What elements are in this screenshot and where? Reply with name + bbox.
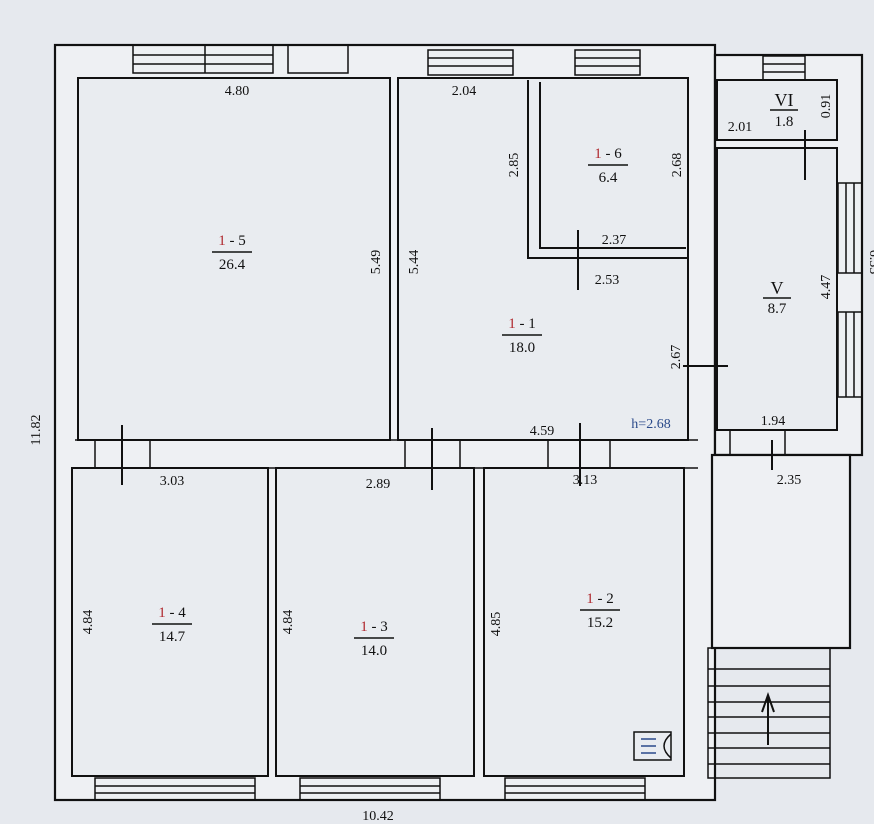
- svg-text:1.94: 1.94: [761, 414, 786, 429]
- room-label-1-4: 1 - 4 14.7: [152, 605, 192, 645]
- svg-text:2.67: 2.67: [669, 345, 684, 370]
- stairs: [707, 647, 831, 779]
- room-1-6-inner: [539, 82, 686, 249]
- svg-text:5.49: 5.49: [369, 250, 384, 275]
- svg-text:1 - 6: 1 - 6: [594, 146, 622, 162]
- svg-text:1.8: 1.8: [775, 114, 794, 130]
- svg-text:4.84: 4.84: [81, 610, 96, 635]
- interior-walls: [75, 130, 850, 490]
- svg-text:4.47: 4.47: [819, 275, 834, 300]
- svg-text:3.03: 3.03: [160, 474, 185, 489]
- svg-text:15.2: 15.2: [587, 615, 613, 631]
- svg-text:4.85: 4.85: [489, 612, 504, 637]
- svg-text:5.44: 5.44: [407, 250, 422, 275]
- windows: [94, 44, 863, 801]
- svg-text:V: V: [771, 278, 784, 298]
- room-1-5: [77, 77, 391, 441]
- svg-text:26.4: 26.4: [219, 257, 246, 273]
- svg-text:14.7: 14.7: [159, 629, 186, 645]
- room-1-4: [71, 467, 269, 777]
- svg-text:2.89: 2.89: [366, 477, 391, 492]
- svg-text:2.85: 2.85: [507, 153, 522, 178]
- svg-text:2.37: 2.37: [602, 233, 627, 248]
- svg-text:3.13: 3.13: [573, 473, 598, 488]
- svg-text:4.59: 4.59: [530, 424, 555, 439]
- svg-text:10.42: 10.42: [362, 809, 394, 824]
- svg-text:h=2.68: h=2.68: [631, 417, 670, 432]
- svg-text:1 - 2: 1 - 2: [586, 591, 614, 607]
- svg-text:1 - 4: 1 - 4: [158, 605, 186, 621]
- svg-text:2.35: 2.35: [777, 473, 802, 488]
- svg-text:14.0: 14.0: [361, 643, 387, 659]
- room-label-1-5: 1 - 5 26.4: [212, 233, 252, 273]
- svg-text:6.4: 6.4: [599, 170, 618, 186]
- svg-text:11.82: 11.82: [29, 415, 44, 446]
- svg-text:18.0: 18.0: [509, 340, 535, 356]
- room-label-1-2: 1 - 2 15.2: [580, 591, 620, 631]
- svg-text:8.7: 8.7: [768, 301, 787, 317]
- svg-text:0.91: 0.91: [819, 94, 834, 119]
- room-label-VI: VI 1.8: [770, 90, 798, 130]
- svg-text:6.33: 6.33: [866, 250, 874, 275]
- svg-text:2.53: 2.53: [595, 273, 620, 288]
- room-label-V: V 8.7: [763, 278, 791, 317]
- svg-text:1 - 5: 1 - 5: [218, 233, 246, 249]
- room-1-2: [483, 467, 685, 777]
- room-label-1-3: 1 - 3 14.0: [354, 619, 394, 659]
- svg-text:1 - 1: 1 - 1: [508, 316, 536, 332]
- svg-text:2.04: 2.04: [452, 84, 477, 99]
- stairs-up-arrow-icon: [761, 691, 775, 745]
- svg-text:2.01: 2.01: [728, 120, 753, 135]
- electric-panel-icon: [633, 731, 672, 761]
- room-1-6-wall: [527, 80, 688, 259]
- svg-text:4.80: 4.80: [225, 84, 250, 99]
- svg-text:2.68: 2.68: [670, 153, 685, 178]
- svg-text:VI: VI: [775, 90, 794, 110]
- room-label-1-6: 1 - 6 6.4: [588, 146, 628, 186]
- svg-text:1 - 3: 1 - 3: [360, 619, 388, 635]
- room-1-3: [275, 467, 475, 777]
- dimension-labels: 4.80 5.49 2.04 5.44 4.59 2.67 h=2.68 2.8…: [29, 84, 874, 824]
- svg-text:4.84: 4.84: [281, 610, 296, 635]
- room-label-1-1: 1 - 1 18.0: [502, 316, 542, 356]
